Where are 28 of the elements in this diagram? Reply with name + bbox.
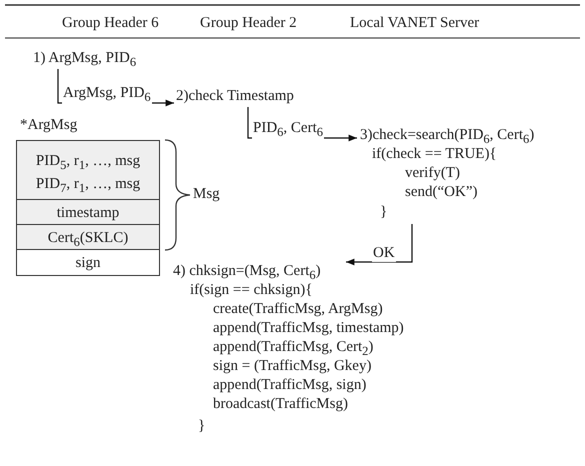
code-line: if(check == TRUE){ (372, 145, 497, 163)
code-line: append(TrafficMsg, Cert$_{2}$) (213, 338, 374, 360)
code-line: append(TrafficMsg, sign) (213, 376, 366, 394)
code-line: send(“OK”) (405, 183, 478, 201)
step-text: 1) ArgMsg, PID$_{6}$ (33, 49, 136, 71)
edge-label: OK (372, 244, 396, 262)
step-text: 3)check=search(PID$_{6}$, Cert$_{6}$) (360, 126, 534, 148)
code-line: if(sign == chksign){ (190, 281, 312, 299)
code-line: create(TrafficMsg, ArgMsg) (213, 300, 383, 318)
edge-label: ArgMsg, PID$_{6}$ (62, 84, 152, 106)
code-line: append(TrafficMsg, timestamp) (213, 319, 404, 337)
edge-label: PID$_{6}$, Cert$_{6}$ (252, 119, 324, 141)
column-header: Group Header 2 (200, 14, 297, 32)
table-heading: *ArgMsg (20, 116, 78, 134)
step-text: 2)check Timestamp (176, 87, 294, 105)
table-cell: sign (16, 249, 160, 276)
code-line: } (380, 203, 388, 221)
step-text: 4) chksign=(Msg, Cert$_{6}$) (173, 262, 321, 284)
arrow (346, 224, 413, 266)
brace-label: Msg (193, 185, 220, 203)
code-line: broadcast(TrafficMsg) (213, 395, 348, 413)
code-line: } (198, 417, 206, 435)
column-header: Group Header 6 (62, 14, 159, 32)
code-line: verify(T) (405, 164, 460, 182)
column-header: Local VANET Server (350, 14, 480, 32)
table-cell: timestamp (16, 199, 160, 225)
table-cell: Cert$_{6}$(SKLC) (16, 224, 160, 250)
code-line: sign = (TrafficMsg, Gkey) (213, 357, 372, 375)
